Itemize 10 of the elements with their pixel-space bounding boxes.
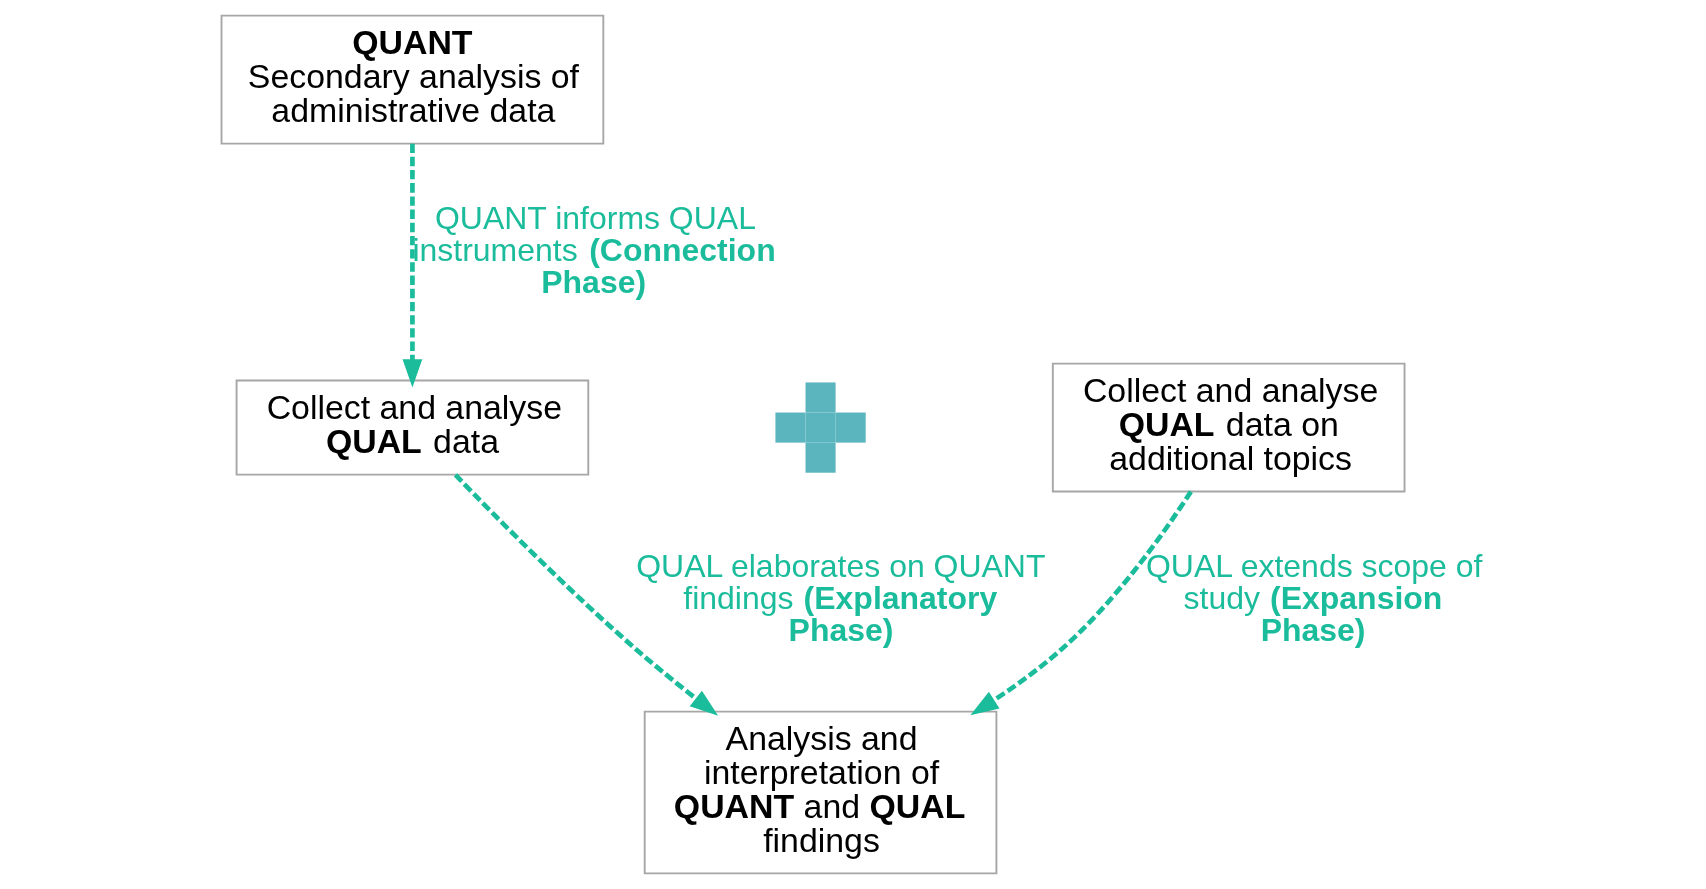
arrow [402, 143, 423, 388]
node-box: Collect and analyse QUAL data on additional topics [1051, 362, 1406, 493]
edge-label: QUANT informs QUAL instruments (Connection Phase) [412, 200, 776, 301]
node-box: Collect and analyse QUAL data [235, 379, 590, 476]
edge-label: QUAL extends scope of study (Expansion Phase) [1145, 548, 1483, 649]
arrow [453, 473, 719, 716]
edge-label: QUAL elaborates on QUANT findings (Explanatory Phase) [636, 548, 1046, 649]
arrow [970, 490, 1193, 716]
node-box: Analysis and interpretation of QUANT and QUAL findings [643, 710, 998, 875]
node-box: QUANT Secondary analysis of administrative data [220, 14, 605, 145]
